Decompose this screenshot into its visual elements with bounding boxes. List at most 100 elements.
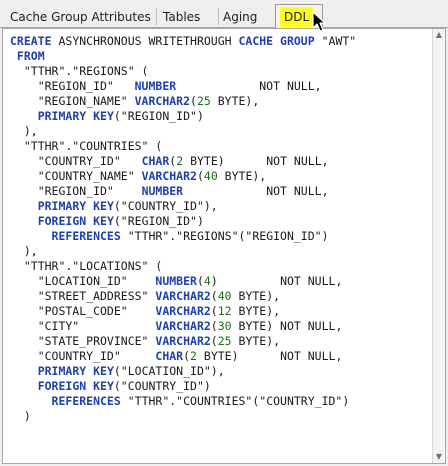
code-token-plain: "REGION_ID"	[10, 79, 135, 93]
scroll-down-arrow-icon[interactable]: ▼	[435, 452, 443, 461]
code-line: "REGION_ID" NUMBER NOT NULL,	[10, 79, 430, 94]
code-token-plain: (	[196, 169, 204, 183]
tab-separator	[156, 8, 157, 25]
code-line: FROM	[10, 49, 430, 64]
code-token-keyword: CACHE GROUP	[238, 34, 315, 48]
code-token-plain	[10, 109, 38, 123]
code-line: "COUNTRY_NAME" VARCHAR2(40 BYTE),	[10, 169, 430, 184]
tab-tables-label: Tables	[163, 10, 201, 24]
code-token-plain: ("LOCATION_ID"),	[113, 364, 225, 378]
code-token-plain: ("REGION_ID")	[113, 109, 204, 123]
code-line: )	[10, 409, 430, 424]
code-token-number: 30	[217, 319, 232, 333]
tab-cache-group-attributes-label: Cache Group Attributes	[10, 10, 151, 24]
code-token-plain: "TTHR"."REGIONS" (	[10, 64, 149, 78]
code-token-number: 4	[203, 274, 211, 288]
code-line: ),	[10, 124, 430, 139]
code-token-number: 40	[217, 289, 232, 303]
code-line: "LOCATION_ID" NUMBER(4) NOT NULL,	[10, 274, 430, 289]
code-token-plain: "COUNTRY_ID"	[10, 154, 142, 168]
code-token-number: 40	[203, 169, 218, 183]
code-token-plain: ),	[10, 124, 38, 138]
code-token-plain: BYTE),	[231, 334, 281, 348]
code-token-plain: NOT NULL,	[183, 184, 329, 198]
vertical-scrollbar[interactable]: ▲ ▼	[432, 29, 445, 463]
code-token-plain: "AWT"	[314, 34, 357, 48]
code-token-plain: (	[210, 319, 218, 333]
code-line: ),	[10, 244, 430, 259]
code-line: "TTHR"."COUNTRIES" (	[10, 139, 430, 154]
code-token-plain: BYTE) NOT NULL,	[183, 154, 329, 168]
code-token-number: 25	[196, 94, 211, 108]
tab-tables[interactable]: Tables	[159, 6, 219, 28]
ddl-code: CREATE ASYNCHRONOUS WRITETHROUGH CACHE G…	[3, 29, 430, 424]
code-token-type: VARCHAR2	[155, 289, 211, 303]
code-token-plain: (	[190, 94, 197, 108]
code-token-keyword: PRIMARY KEY	[37, 199, 114, 213]
code-line: FOREIGN KEY("REGION_ID")	[10, 214, 430, 229]
code-token-keyword: FOREIGN KEY	[37, 214, 114, 228]
code-token-plain: ASYNCHRONOUS WRITETHROUGH	[51, 34, 239, 48]
tab-bar: Cache Group Attributes Tables Aging DDL	[0, 0, 448, 28]
code-token-number: 25	[217, 334, 232, 348]
code-line: "STATE_PROVINCE" VARCHAR2(25 BYTE),	[10, 334, 430, 349]
code-token-keyword: CREATE	[10, 34, 52, 48]
code-token-plain: BYTE),	[231, 289, 281, 303]
tab-aging[interactable]: Aging	[219, 6, 271, 28]
code-token-plain	[10, 199, 38, 213]
tab-aging-label: Aging	[223, 10, 258, 24]
code-token-type: VARCHAR2	[134, 94, 191, 108]
code-token-plain	[10, 364, 38, 378]
code-line: CREATE ASYNCHRONOUS WRITETHROUGH CACHE G…	[10, 34, 430, 49]
code-token-type: VARCHAR2	[141, 169, 197, 183]
code-token-plain	[10, 229, 52, 243]
code-token-plain: NOT NULL,	[176, 79, 322, 93]
code-line: PRIMARY KEY("REGION_ID")	[10, 109, 430, 124]
code-token-plain: (	[183, 349, 191, 363]
code-token-plain	[10, 379, 38, 393]
code-token-plain: BYTE) NOT NULL,	[231, 319, 343, 333]
code-token-plain: "POSTAL_CODE"	[10, 304, 156, 318]
code-token-keyword: REFERENCES	[51, 394, 121, 408]
code-token-plain: ("COUNTRY_ID")	[113, 379, 211, 393]
tab-separator	[218, 8, 219, 25]
code-token-plain: "TTHR"."REGIONS"("REGION_ID")	[120, 229, 329, 243]
code-line: "TTHR"."REGIONS" (	[10, 64, 430, 79]
code-token-plain: "STATE_PROVINCE"	[10, 334, 156, 348]
code-token-plain: (	[210, 304, 218, 318]
code-token-plain: BYTE),	[210, 94, 260, 108]
code-line: "COUNTRY_ID" CHAR(2 BYTE) NOT NULL,	[10, 154, 430, 169]
code-line: FOREIGN KEY("COUNTRY_ID")	[10, 379, 430, 394]
code-token-number: 2	[176, 154, 184, 168]
code-token-plain: BYTE) NOT NULL,	[196, 349, 343, 363]
code-token-plain: "TTHR"."COUNTRIES"("COUNTRY_ID")	[120, 394, 350, 408]
code-token-plain: ),	[10, 244, 38, 258]
code-line: "CITY" VARCHAR2(30 BYTE) NOT NULL,	[10, 319, 430, 334]
code-line: "REGION_NAME" VARCHAR2(25 BYTE),	[10, 94, 430, 109]
code-token-plain: "LOCATION_ID"	[10, 274, 156, 288]
code-token-plain: ("COUNTRY_ID"),	[113, 199, 218, 213]
scroll-up-arrow-icon[interactable]: ▲	[435, 30, 443, 39]
ddl-text-area[interactable]: CREATE ASYNCHRONOUS WRITETHROUGH CACHE G…	[2, 28, 446, 464]
code-token-keyword: FOREIGN KEY	[37, 379, 114, 393]
code-token-type: VARCHAR2	[155, 304, 211, 318]
code-token-type: CHAR	[141, 154, 170, 168]
code-token-plain: (	[210, 334, 218, 348]
code-token-keyword: PRIMARY KEY	[37, 364, 114, 378]
code-token-type: VARCHAR2	[155, 319, 211, 333]
tab-cache-group-attributes[interactable]: Cache Group Attributes	[6, 6, 157, 28]
code-line: "TTHR"."LOCATIONS" (	[10, 259, 430, 274]
code-line: REFERENCES "TTHR"."REGIONS"("REGION_ID")	[10, 229, 430, 244]
code-token-plain: "CITY"	[10, 319, 156, 333]
code-token-plain: (	[196, 274, 204, 288]
code-token-plain: "TTHR"."LOCATIONS" (	[10, 259, 163, 273]
code-token-plain: BYTE),	[217, 169, 267, 183]
code-token-type: NUMBER	[134, 79, 177, 93]
code-line: PRIMARY KEY("LOCATION_ID"),	[10, 364, 430, 379]
code-token-plain: ("REGION_ID")	[113, 214, 204, 228]
code-line: "POSTAL_CODE" VARCHAR2(12 BYTE),	[10, 304, 430, 319]
code-token-type: NUMBER	[141, 184, 184, 198]
code-token-plain: "REGION_ID"	[10, 184, 142, 198]
tab-ddl-label: DDL	[280, 7, 314, 27]
